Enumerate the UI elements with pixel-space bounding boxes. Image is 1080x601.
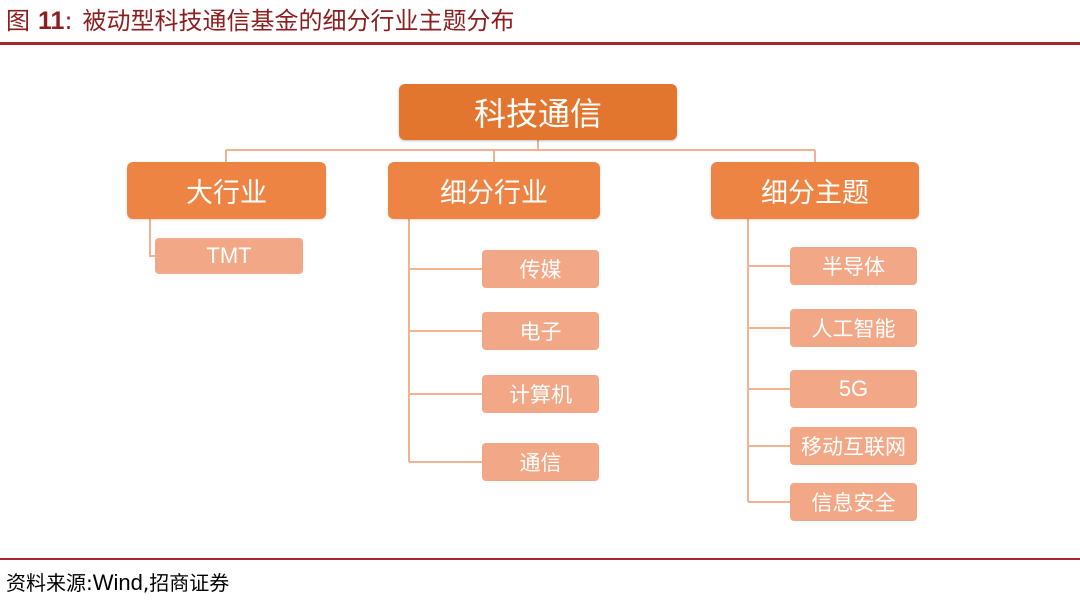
source-note: 资料来源:Wind,招商证券 xyxy=(6,568,229,598)
source-secondary: 招商证券 xyxy=(149,571,230,595)
source-prefix: 资料来源: xyxy=(6,571,93,595)
item-node: 人工智能 xyxy=(790,309,917,347)
figure-title: 图 11: 被动型科技通信基金的细分行业主题分布 xyxy=(6,4,515,38)
item-node: TMT xyxy=(155,238,303,274)
item-node: 电子 xyxy=(482,312,599,350)
item-node: 计算机 xyxy=(482,375,599,413)
connector-cat-0-spine xyxy=(149,219,155,257)
category-node-industry: 大行业 xyxy=(127,162,326,219)
root-node: 科技通信 xyxy=(399,84,677,140)
item-node: 信息安全 xyxy=(790,483,917,521)
top-rule xyxy=(0,42,1080,45)
category-node-sub-theme: 细分主题 xyxy=(711,162,919,219)
figure-number: 11 xyxy=(38,7,65,35)
item-node: 半导体 xyxy=(790,247,917,285)
item-node: 移动互联网 xyxy=(790,427,917,465)
source-separator: , xyxy=(142,571,150,595)
item-node: 5G xyxy=(790,370,917,408)
figure-label: 图 xyxy=(6,7,30,35)
bottom-rule xyxy=(0,558,1080,560)
source-primary: Wind xyxy=(92,570,143,595)
category-node-sub-industry: 细分行业 xyxy=(388,162,600,219)
figure-title-text: 被动型科技通信基金的细分行业主题分布 xyxy=(82,7,515,35)
item-node: 传媒 xyxy=(482,250,599,288)
item-node: 通信 xyxy=(482,443,599,481)
figure-separator: : xyxy=(64,7,73,35)
